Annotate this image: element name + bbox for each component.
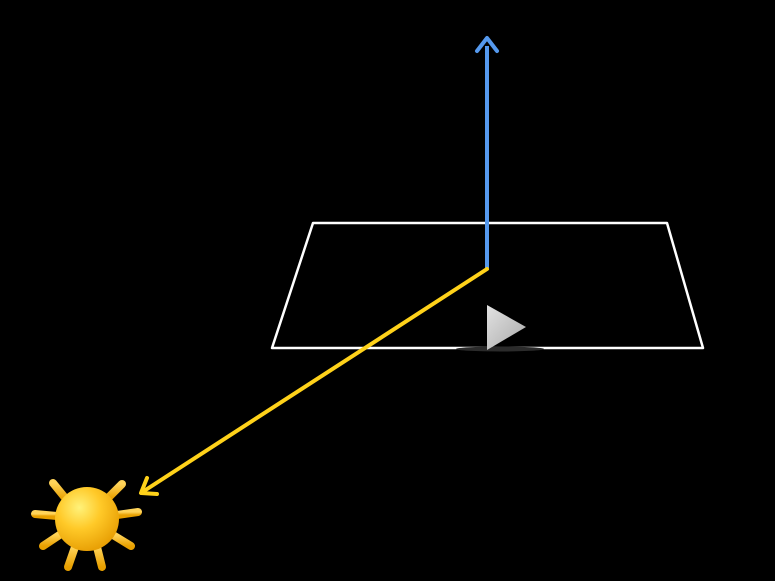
play-triangle-icon[interactable] xyxy=(487,305,526,350)
sun-rays xyxy=(31,466,142,571)
normal-vector-arrowhead xyxy=(475,36,499,53)
light-ray-arrowhead xyxy=(139,476,159,496)
light-ray-shaft xyxy=(142,267,489,493)
sun-core xyxy=(55,487,119,551)
sun-icon xyxy=(31,466,142,571)
reflection-plane xyxy=(270,221,705,350)
light-ray-arrow xyxy=(139,267,489,496)
normal-vector-arrow xyxy=(475,36,499,268)
play-marker-shadow xyxy=(456,346,544,352)
